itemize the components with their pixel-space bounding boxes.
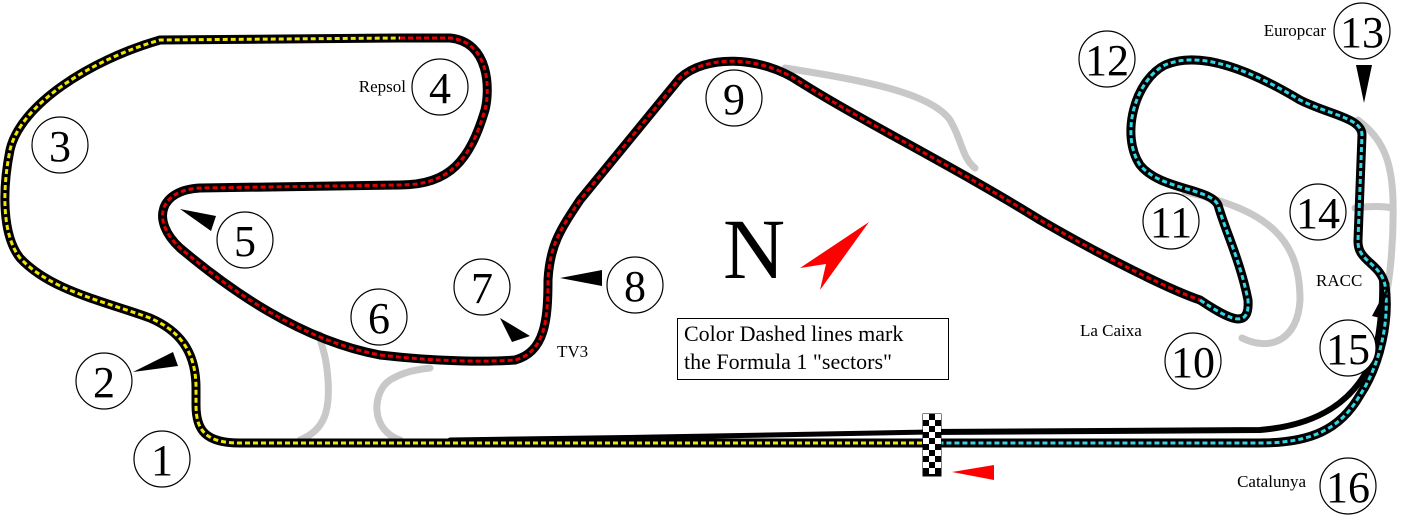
- pointer-turn-15: [1372, 282, 1390, 318]
- turn-1-number: 1: [151, 436, 173, 485]
- pointer-turn-8: [560, 270, 602, 286]
- turn-12: 12: [1078, 30, 1136, 88]
- corner-pointers: [133, 65, 1390, 372]
- alternate-layouts: [296, 64, 1397, 444]
- turn-4-number: 4: [429, 64, 451, 113]
- turn-13: 13: [1333, 2, 1391, 60]
- sponsor-label-tv3: TV3: [557, 342, 588, 361]
- turn-9-number: 9: [723, 75, 745, 124]
- alt-layout-south-loop: [1181, 188, 1304, 348]
- turn-13-number: 13: [1340, 8, 1384, 57]
- sponsor-label-europcar: Europcar: [1264, 21, 1327, 40]
- turn-6: 6: [350, 288, 408, 346]
- alt-layout-east-loop: [781, 64, 979, 172]
- turn-9: 9: [705, 69, 763, 127]
- turn-8: 8: [606, 256, 664, 314]
- pointer-turn-2: [133, 352, 178, 372]
- turn-15: 15: [1319, 319, 1377, 377]
- track-pit-lane-west: [447, 429, 933, 443]
- turn-8-number: 8: [624, 262, 646, 311]
- turn-11: 11: [1142, 192, 1200, 250]
- pointer-turn-5: [180, 209, 216, 231]
- turn-16: 16: [1319, 457, 1377, 515]
- turn-6-number: 6: [368, 294, 390, 343]
- compass: N: [723, 201, 869, 297]
- north-arrow-icon: [800, 222, 869, 290]
- sponsor-label-racc: RACC: [1316, 271, 1362, 290]
- turn-5-number: 5: [234, 217, 256, 266]
- alt-layout-infield-1: [296, 331, 332, 444]
- turn-14: 14: [1289, 183, 1347, 241]
- turn-15-number: 15: [1326, 325, 1370, 374]
- start-direction-arrow: [952, 465, 994, 480]
- turn-16-number: 16: [1326, 463, 1370, 512]
- sponsor-label-repsol: Repsol: [359, 77, 407, 96]
- turn-2: 2: [75, 352, 133, 410]
- sector-2-dashes: [161, 36, 1201, 363]
- turn-7: 7: [453, 258, 511, 316]
- start-finish-line: [922, 413, 942, 477]
- turn-3: 3: [31, 116, 89, 174]
- sector-overlays: [3, 36, 1388, 445]
- turn-5: 5: [216, 211, 274, 269]
- track-sector-1-base: [0, 33, 935, 448]
- track-sector-3-base: [930, 55, 1391, 448]
- turn-7-number: 7: [471, 264, 493, 313]
- sponsor-label-catalunya: Catalunya: [1237, 472, 1306, 491]
- pointer-turn-13: [1356, 65, 1372, 103]
- north-label: N: [723, 201, 785, 297]
- track-pit-lane: [927, 277, 1386, 435]
- legend-box: Color Dashed lines mark the Formula 1 "s…: [677, 318, 949, 380]
- turn-10-number: 10: [1171, 338, 1215, 387]
- turn-2-number: 2: [93, 358, 115, 407]
- sponsor-label-la-caixa: La Caixa: [1080, 321, 1142, 340]
- turn-4: 4: [411, 58, 469, 116]
- legend-line-1: Color Dashed lines mark: [684, 321, 904, 346]
- sector-3-dashes: [935, 58, 1388, 445]
- turn-14-number: 14: [1296, 189, 1340, 238]
- pointer-turn-7: [500, 318, 530, 342]
- turn-3-number: 3: [49, 122, 71, 171]
- alt-layout-infield-2: [373, 364, 434, 444]
- track-sector-2-base: [158, 33, 1205, 366]
- turn-12-number: 12: [1085, 36, 1129, 85]
- sponsor-labels: Repsol TV3 La Caixa Europcar RACC Catalu…: [359, 21, 1363, 491]
- legend-line-2: the Formula 1 "sectors": [684, 349, 892, 374]
- sector-1-dashes: [3, 36, 930, 445]
- turn-1: 1: [133, 430, 191, 488]
- turn-11-number: 11: [1150, 198, 1192, 247]
- turn-10: 10: [1164, 332, 1222, 390]
- turn-markers: 1 2 3 4 5 6 7 8 9 10 11 12 13 14 15: [31, 2, 1391, 515]
